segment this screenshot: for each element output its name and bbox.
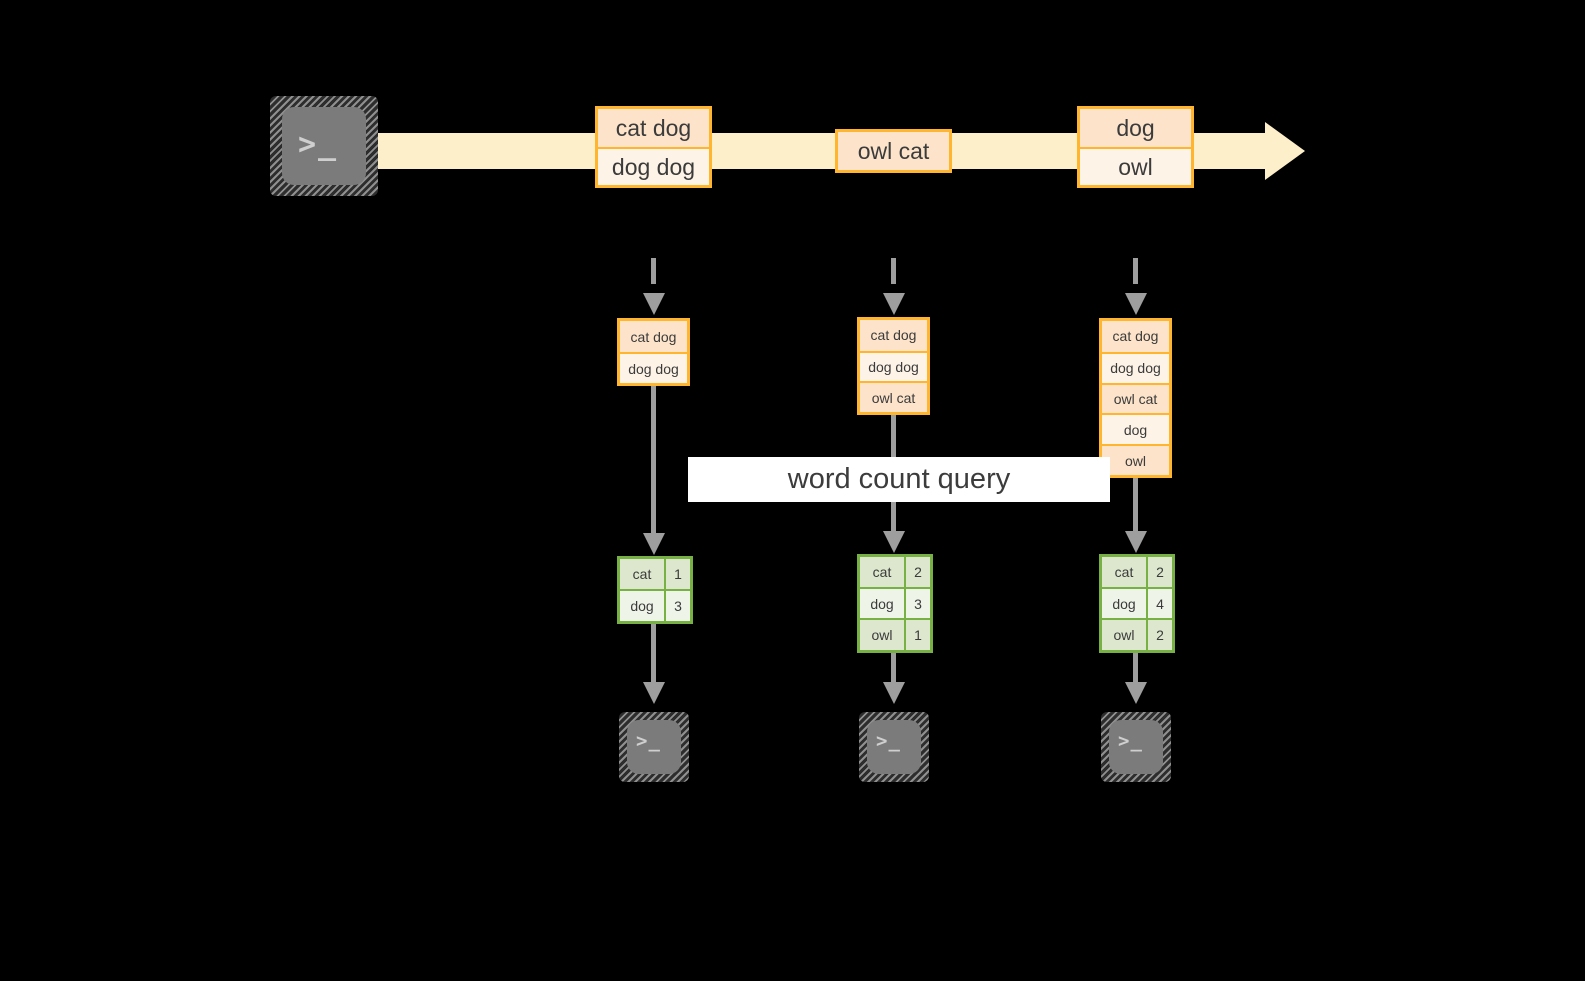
sink-flow-line xyxy=(891,653,896,686)
input-line: cat dog xyxy=(620,321,687,352)
sink-flow-arrowhead xyxy=(643,682,665,704)
table-row: cat 2 xyxy=(860,557,930,587)
result-table[interactable]: cat 1 dog 3 xyxy=(617,556,693,624)
snapshot-tap-line xyxy=(1133,258,1138,296)
result-count: 2 xyxy=(1146,557,1172,587)
table-row: dog 3 xyxy=(860,586,930,619)
sink-terminal-icon[interactable]: >_ xyxy=(859,712,929,782)
result-count: 1 xyxy=(904,620,930,651)
sink-flow-arrowhead xyxy=(1125,682,1147,704)
input-line: dog dog xyxy=(860,350,927,382)
result-word: cat xyxy=(620,559,664,589)
result-word: owl xyxy=(860,620,904,651)
sink-flow-line xyxy=(1133,653,1138,686)
result-count: 4 xyxy=(1146,588,1172,619)
result-word: dog xyxy=(1102,588,1146,619)
snapshot-tap-line xyxy=(651,258,656,296)
terminal-prompt-glyph: >_ xyxy=(298,127,339,162)
result-word: dog xyxy=(620,591,664,621)
table-row: owl 2 xyxy=(1102,618,1172,651)
terminal-prompt-glyph: >_ xyxy=(1118,730,1143,752)
terminal-body xyxy=(1109,720,1163,774)
table-row: dog 4 xyxy=(1102,586,1172,619)
result-table[interactable]: cat 2 dog 3 owl 1 xyxy=(857,554,933,653)
result-word: cat xyxy=(1102,557,1146,587)
result-count: 2 xyxy=(904,557,930,587)
result-word: cat xyxy=(860,557,904,587)
result-count: 3 xyxy=(664,591,690,621)
stream-arrowhead xyxy=(1265,122,1305,180)
terminal-body xyxy=(867,720,921,774)
terminal-prompt-glyph: >_ xyxy=(876,730,901,752)
input-line: owl cat xyxy=(1102,382,1169,414)
snapshot-input-box[interactable]: cat dog dog dog xyxy=(617,318,690,386)
stream-record[interactable]: dog owl xyxy=(1077,106,1194,188)
result-count: 2 xyxy=(1146,620,1172,651)
result-count: 3 xyxy=(904,588,930,619)
sink-terminal-icon[interactable]: >_ xyxy=(619,712,689,782)
snapshot-tap-arrowhead xyxy=(643,293,665,315)
result-word: dog xyxy=(860,588,904,619)
source-terminal-icon[interactable]: >_ xyxy=(270,96,378,196)
result-word: owl xyxy=(1102,620,1146,651)
result-count: 1 xyxy=(664,559,690,589)
snapshot-tap-arrowhead xyxy=(883,293,905,315)
query-flow-arrowhead xyxy=(1125,531,1147,553)
terminal-body xyxy=(282,107,366,185)
sink-flow-line xyxy=(651,624,656,686)
record-line: dog dog xyxy=(598,147,709,185)
input-line: cat dog xyxy=(860,320,927,351)
terminal-body xyxy=(627,720,681,774)
stream-record[interactable]: cat dog dog dog xyxy=(595,106,712,188)
snapshot-input-box[interactable]: cat dog dog dog owl cat dog owl xyxy=(1099,318,1172,478)
query-flow-line xyxy=(651,386,656,538)
query-flow-line xyxy=(1133,478,1138,536)
query-banner-label: word count query xyxy=(787,463,1011,495)
input-line: owl xyxy=(1102,444,1169,475)
table-row: cat 2 xyxy=(1102,557,1172,587)
input-line: cat dog xyxy=(1102,321,1169,352)
sink-flow-arrowhead xyxy=(883,682,905,704)
query-flow-arrowhead xyxy=(883,531,905,553)
table-row: cat 1 xyxy=(620,559,690,589)
snapshot-tap-arrowhead xyxy=(1125,293,1147,315)
query-banner: word count query xyxy=(688,457,1110,502)
table-row: owl 1 xyxy=(860,618,930,651)
query-flow-arrowhead xyxy=(643,533,665,555)
sink-terminal-icon[interactable]: >_ xyxy=(1101,712,1171,782)
snapshot-input-box[interactable]: cat dog dog dog owl cat xyxy=(857,317,930,415)
record-line: owl cat xyxy=(838,132,949,170)
input-line: owl cat xyxy=(860,381,927,412)
record-line: dog xyxy=(1080,109,1191,147)
record-line: owl xyxy=(1080,147,1191,185)
snapshot-tap-line xyxy=(891,258,896,296)
table-row: dog 3 xyxy=(620,589,690,621)
result-table[interactable]: cat 2 dog 4 owl 2 xyxy=(1099,554,1175,653)
stream-record[interactable]: owl cat xyxy=(835,129,952,173)
input-line: dog xyxy=(1102,413,1169,445)
record-line: cat dog xyxy=(598,109,709,147)
input-line: dog dog xyxy=(1102,351,1169,383)
terminal-prompt-glyph: >_ xyxy=(636,730,661,752)
input-line: dog dog xyxy=(620,352,687,383)
